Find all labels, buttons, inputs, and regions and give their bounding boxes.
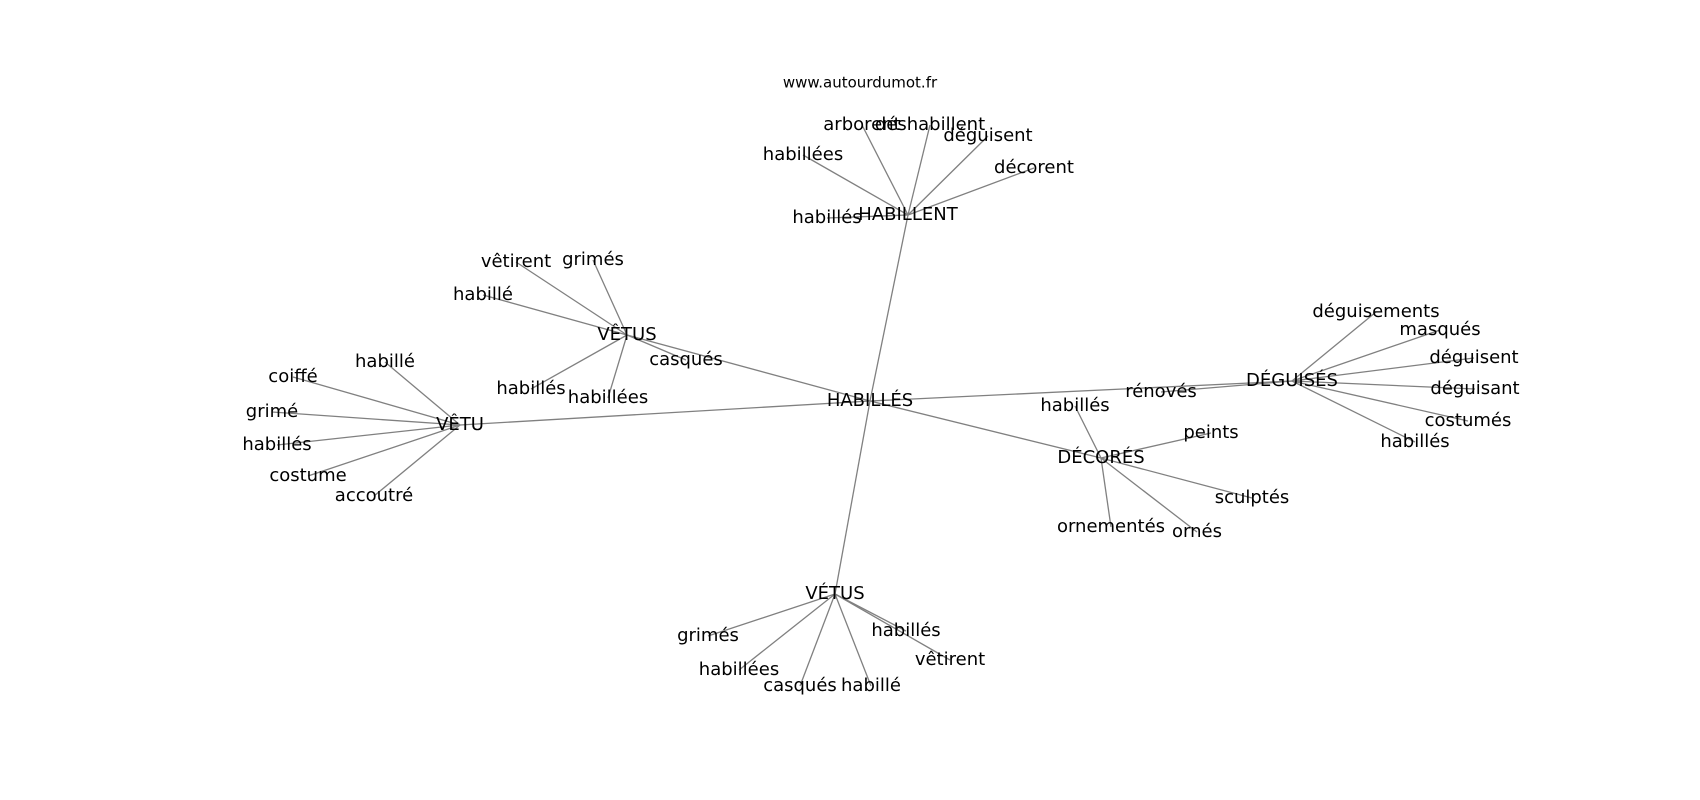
edge-vetus-aigu-leaf-2 [799,593,836,687]
hub-node-label-deguises[interactable]: DÉGUISÉS [1246,369,1338,391]
edges [271,124,1476,687]
leaf-node-label-vetus-aigu-5[interactable]: vêtirent [915,649,985,670]
edge-decores-leaf-4 [1100,457,1198,533]
leaf-node-label-decores-3[interactable]: ornementés [1057,516,1165,537]
edge-decores-leaf-1 [1100,432,1212,459]
leaf-node-label-deguises-0[interactable]: déguisements [1312,301,1439,322]
leaf-node-label-vetu-circ-2[interactable]: grimé [246,401,298,422]
leaf-node-label-habillent-5[interactable]: habillés [792,207,861,228]
edge-vetu-circ-leaf-2 [271,411,461,426]
leaf-node-label-decores-1[interactable]: peints [1183,422,1238,443]
edge-vetu-circ-leaf-4 [307,424,461,477]
edge-vetus-circ-leaf-1 [592,259,628,336]
edge-vetus-circ-leaf-4 [607,334,628,399]
leaf-node-label-deguises-4[interactable]: costumés [1425,410,1512,431]
leaf-node-label-deguises-5[interactable]: habillés [1380,431,1449,452]
edge-vetus-aigu-leaf-5 [834,593,951,661]
edge-deguises-leaf-5 [1291,380,1416,443]
leaf-node-label-vetus-circ-0[interactable]: vêtirent [481,251,551,272]
hub-node-label-vetus-circ[interactable]: VÊTUS [597,323,656,345]
leaf-node-label-decores-0[interactable]: habillés [1040,395,1109,416]
leaf-node-label-deguises-1[interactable]: masqués [1399,319,1480,340]
leaf-node-label-decores-4[interactable]: ornés [1172,521,1222,542]
watermark: www.autourdumot.fr [783,74,938,92]
leaf-node-label-habillent-0[interactable]: habillées [763,144,843,165]
leaf-node-label-vetu-circ-4[interactable]: costume [269,465,346,486]
leaf-node-label-deguises-3[interactable]: déguisant [1430,378,1519,399]
edge-center-deguises [869,380,1293,402]
leaf-node-label-vetu-circ-3[interactable]: habillés [242,434,311,455]
edge-deguises-leaf-6 [1160,380,1293,393]
edge-deguises-leaf-3 [1291,380,1476,390]
leaf-node-label-vetus-aigu-2[interactable]: casqués [763,675,837,696]
leaf-node-label-deguises-2[interactable]: déguisent [1429,347,1518,368]
edge-habillent-leaf-0 [802,154,909,216]
leaf-node-label-vetus-circ-4[interactable]: habillées [568,387,648,408]
leaf-node-label-vetus-aigu-1[interactable]: habillées [699,659,779,680]
edge-vetus-circ-leaf-2 [482,294,628,336]
edge-decores-leaf-3 [1100,457,1112,528]
leaf-node-label-vetus-circ-5[interactable]: casqués [649,349,723,370]
edge-deguises-leaf-2 [1291,357,1475,382]
hub-node-label-vetus-aigu[interactable]: VÉTUS [805,582,864,604]
leaf-node-label-habillent-3[interactable]: déguisent [943,125,1032,146]
edge-vetu-circ-leaf-5 [373,424,461,497]
edge-habillent-leaf-2 [907,124,931,216]
edge-deguises-leaf-4 [1291,380,1469,422]
edge-decores-leaf-2 [1100,457,1253,499]
leaf-node-label-habillent-4[interactable]: décorent [994,157,1074,178]
edge-vetu-circ-leaf-0 [384,361,461,426]
center-node-label[interactable]: HABILLÉS [827,389,913,411]
edge-habillent-leaf-4 [907,167,1035,216]
leaf-node-label-vetus-circ-1[interactable]: grimés [562,249,624,270]
leaf-node-label-vetus-aigu-0[interactable]: grimés [677,625,739,646]
edge-center-vetu-circ [459,400,871,426]
hub-node-label-decores[interactable]: DÉCORÉS [1057,446,1144,468]
edge-vetus-circ-leaf-5 [626,334,687,361]
edge-center-decores [869,400,1102,459]
edge-vetus-aigu-leaf-0 [707,593,836,637]
edge-habillent-leaf-3 [907,135,989,216]
leaf-node-label-vetus-aigu-3[interactable]: habillé [841,675,901,696]
leaf-node-label-vetu-circ-0[interactable]: habillé [355,351,415,372]
leaf-node-label-deguises-6[interactable]: rénovés [1125,381,1197,402]
edge-deguises-leaf-0 [1291,311,1377,382]
leaf-node-label-vetus-circ-3[interactable]: habillés [496,378,565,399]
hub-node-label-habillent[interactable]: HABILLENT [858,204,958,225]
edge-center-vetus-aigu [834,400,871,595]
edge-vetu-circ-leaf-1 [292,376,461,426]
leaf-node-label-habillent-1[interactable]: arborent [823,114,900,135]
leaf-node-label-vetus-aigu-4[interactable]: habillés [871,620,940,641]
edge-vetu-circ-leaf-3 [276,424,461,446]
hub-node-label-vetu-circ[interactable]: VÊTU [436,413,484,435]
node-labels: HABILLÉS HABILLENT habillées arborentdéshab… [242,114,1519,696]
leaf-node-label-decores-2[interactable]: sculptés [1215,487,1290,508]
leaf-node-label-vetu-circ-1[interactable]: coiffé [268,366,317,387]
edge-vetus-circ-leaf-0 [515,261,628,336]
edge-habillent-leaf-5 [826,214,909,219]
edge-vetus-aigu-leaf-3 [834,593,872,687]
leaf-node-label-vetu-circ-5[interactable]: accoutré [335,485,413,506]
edge-deguises-leaf-1 [1291,329,1441,382]
edge-vetus-circ-leaf-3 [530,334,628,390]
edge-decores-leaf-0 [1074,405,1102,459]
leaf-node-label-habillent-2[interactable]: déshabillent [875,114,985,135]
edge-vetus-aigu-leaf-1 [738,593,836,671]
edge-habillent-leaf-1 [861,124,909,216]
leaf-node-label-vetus-circ-2[interactable]: habillé [453,284,513,305]
edge-center-vetus-circ [626,334,871,402]
edge-center-habillent [869,214,909,402]
